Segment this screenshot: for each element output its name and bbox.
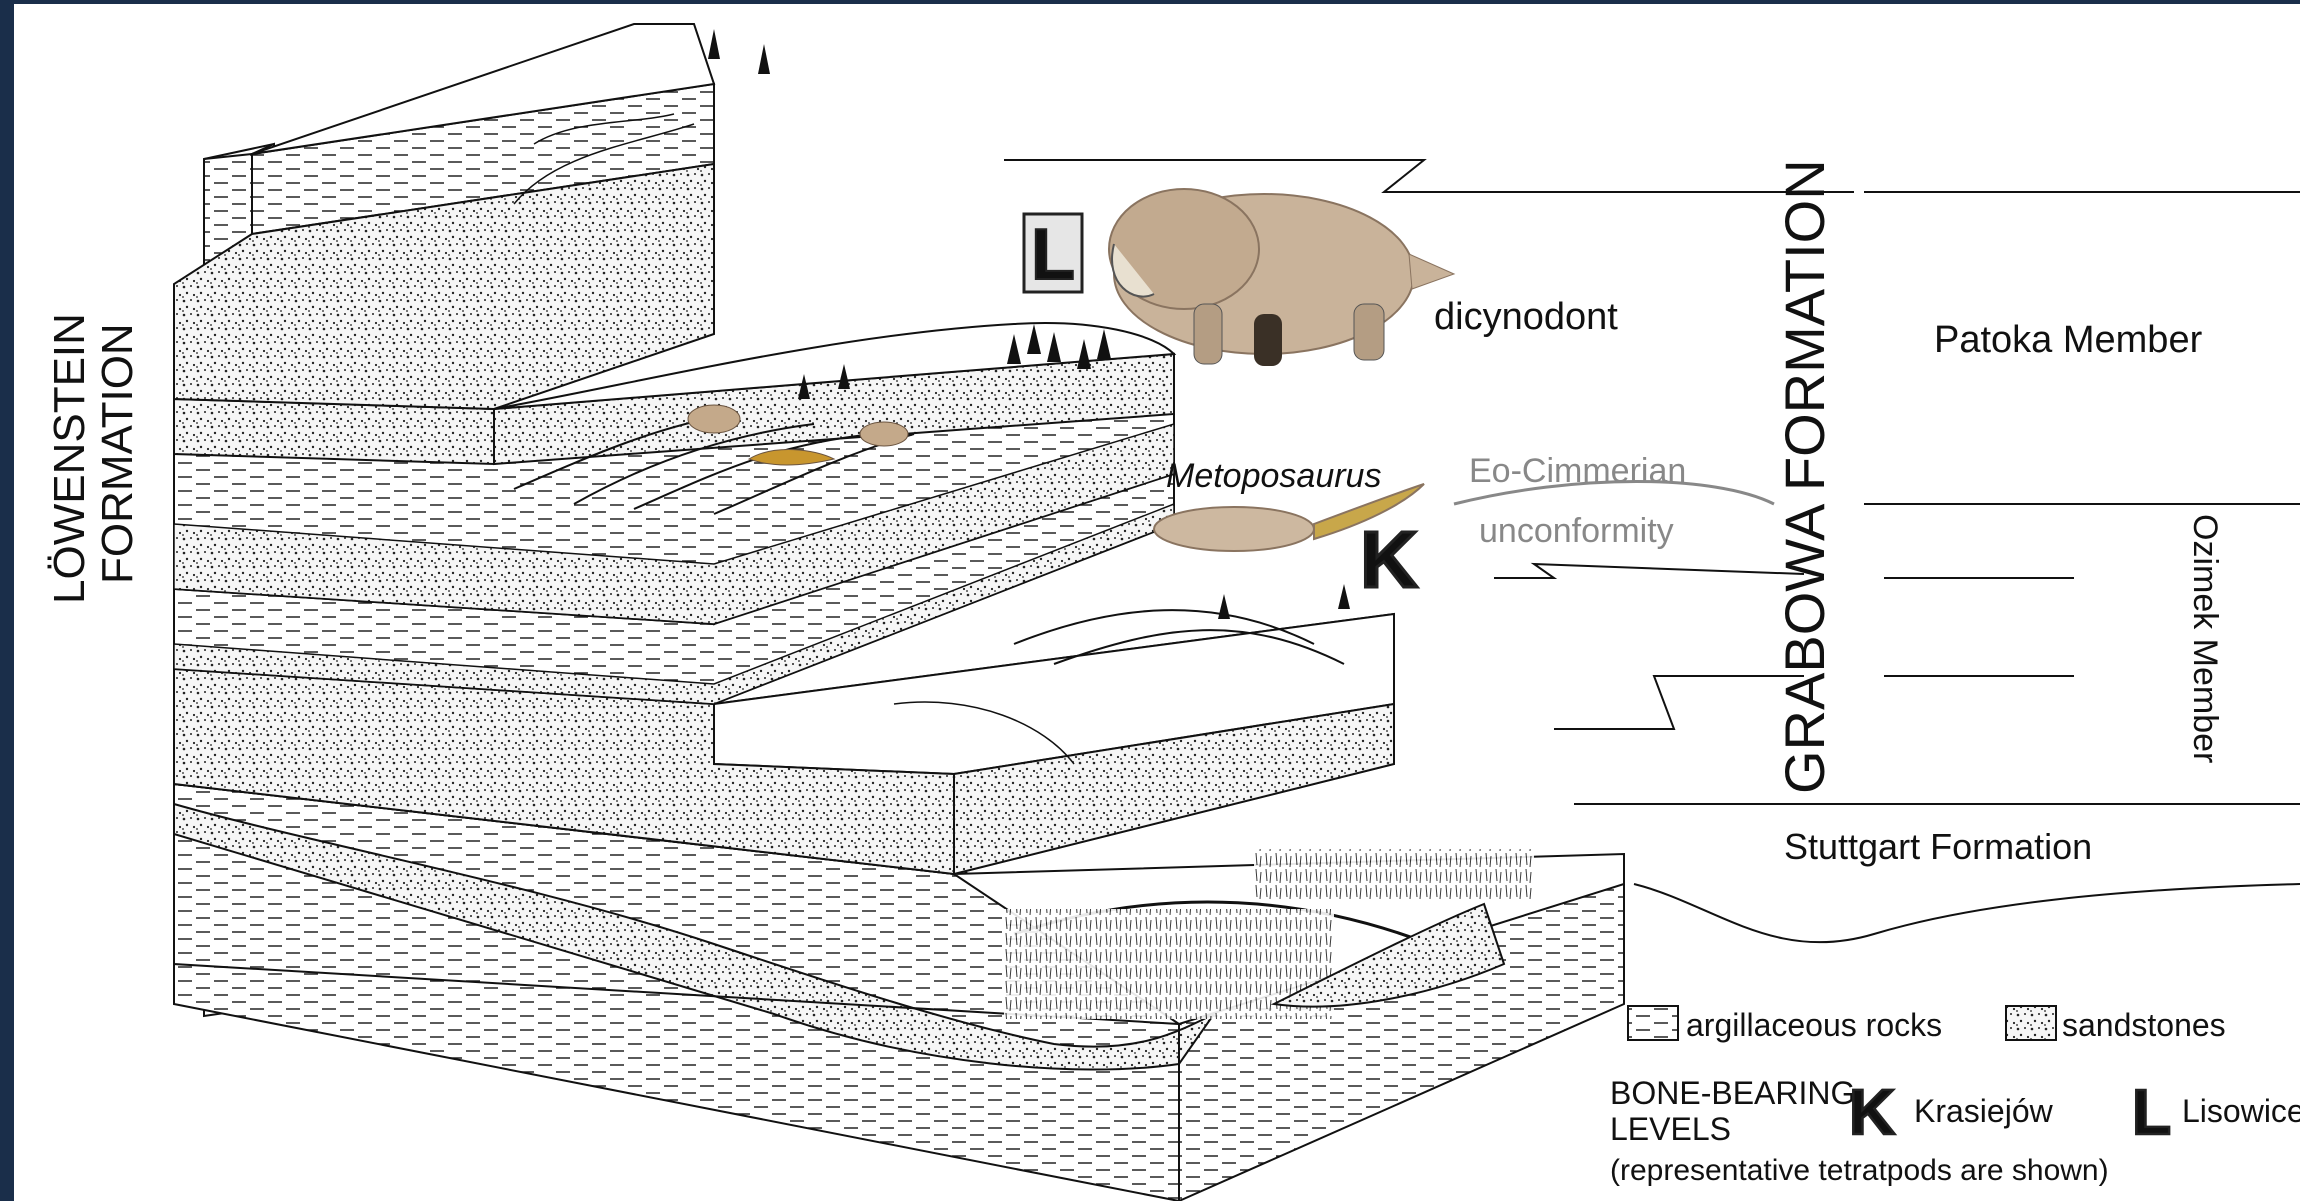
lowenstein-label-line1: LÖWENSTEIN: [45, 313, 94, 604]
badge-krasiejow-letter: K: [1360, 515, 1418, 604]
stratigraphy-diagram: L K LÖWENSTEIN FORMATION GRABOWA FORMATI…: [14, 4, 2300, 1201]
dicynodont-label: dicynodont: [1434, 296, 1618, 338]
patoka-label: Patoka Member: [1934, 319, 2203, 361]
diagram-canvas: L K LÖWENSTEIN FORMATION GRABOWA FORMATI…: [14, 4, 2300, 1201]
legend-argillaceous-label: argillaceous rocks: [1686, 1007, 1942, 1043]
badge-lisowice: L: [1024, 214, 1082, 295]
legend-note: (representative tetratpods are shown): [1610, 1154, 2109, 1187]
dicynodont-illustration: [1109, 189, 1454, 366]
legend-swatch-sandstones: [2006, 1006, 2056, 1040]
legend-bone-bearing-line1: BONE-BEARING: [1610, 1075, 1855, 1111]
legend-k-name: Krasiejów: [1914, 1093, 2054, 1129]
unconformity-label-line2: unconformity: [1479, 512, 1674, 550]
badge-krasiejow: K: [1360, 515, 1418, 604]
metoposaurus-label: Metoposaurus: [1166, 457, 1381, 495]
legend-l-symbol: L: [2132, 1076, 2171, 1148]
stuttgart-label: Stuttgart Formation: [1784, 826, 2092, 867]
legend-k-symbol: K: [1849, 1076, 1895, 1148]
unconformity-label-line1: Eo-Cimmerian: [1469, 452, 1686, 490]
ozimek-label: Ozimek Member: [2186, 514, 2224, 763]
grabowa-label: GRABOWA FORMATION: [1773, 159, 1836, 794]
legend-sandstones-label: sandstones: [2062, 1007, 2226, 1043]
legend-swatch-argillaceous: [1628, 1006, 1678, 1040]
badge-lisowice-letter: L: [1031, 215, 1075, 295]
legend-l-name: Lisowice: [2182, 1093, 2300, 1129]
lowenstein-label-line2: FORMATION: [93, 323, 142, 584]
block-top: [174, 24, 714, 409]
legend: argillaceous rocks sandstones BONE-BEARI…: [1610, 1006, 2300, 1187]
legend-bone-bearing-line2: LEVELS: [1610, 1111, 1731, 1147]
